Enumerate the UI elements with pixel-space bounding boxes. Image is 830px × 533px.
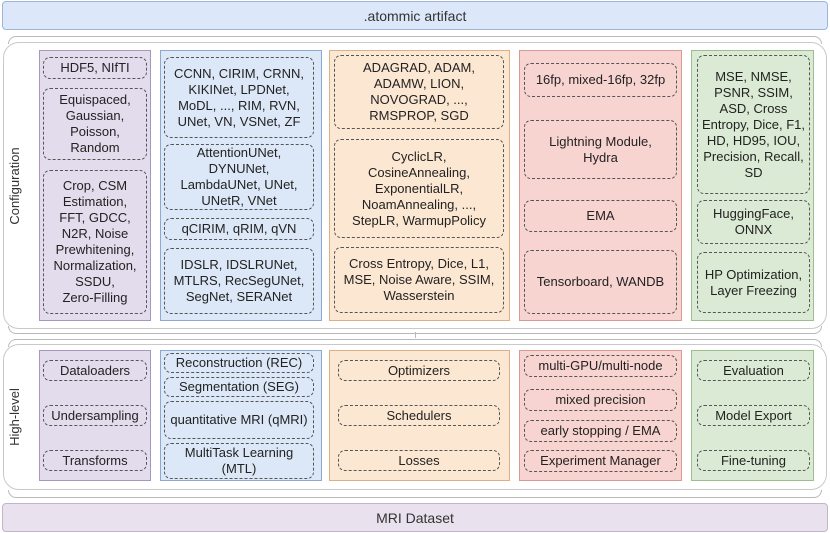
config-models-column: [160, 50, 322, 321]
fine-tuning-box: Fine-tuning: [697, 450, 810, 471]
multi-gpu-box: multi-GPU/multi-node: [524, 355, 677, 377]
framework-config-box: Lightning Module, Hydra: [524, 120, 677, 179]
model-export-box: Model Export: [697, 405, 810, 426]
config-training-column: [329, 50, 510, 321]
schedulers-box: Schedulers: [338, 405, 500, 426]
reconstruction-task-box: Reconstruction (REC): [164, 353, 314, 373]
high-level-panel: [3, 344, 827, 490]
transforms-config-box: Crop, CSM Estimation, FFT, GDCC, N2R, No…: [43, 170, 147, 314]
mtl-models-box: IDSLR, IDSLRUNet, MTLRS, RecSegUNet, Seg…: [164, 248, 314, 314]
undersampling-box: Undersampling: [43, 405, 147, 426]
config-data-column: [39, 50, 151, 321]
losses-config-box: Cross Entropy, Dice, L1, MSE, Noise Awar…: [334, 247, 504, 313]
config-evaluation-column: [691, 50, 814, 321]
configuration-panel: [3, 42, 827, 329]
high-training-column: [329, 350, 510, 481]
dataloaders-box: Dataloaders: [43, 360, 147, 381]
early-stopping-box: early stopping / EMA: [524, 420, 677, 442]
ema-config-box: EMA: [524, 200, 677, 232]
config-engine-column: [519, 50, 682, 321]
precision-config-box: 16fp, mixed-16fp, 32fp: [524, 63, 677, 97]
reconstruction-models-box: CCNN, CIRIM, CRNN, KIKINet, LPDNet, MoDL…: [164, 57, 314, 138]
artifact-bar: .atommic artifact: [2, 1, 828, 30]
export-config-box: HuggingFace, ONNX: [697, 200, 810, 244]
logging-config-box: Tensorboard, WANDB: [524, 250, 677, 314]
segmentation-models-box: AttentionUNet, DYNUNet, LambdaUNet, UNet…: [164, 144, 314, 210]
qmri-task-box: quantitative MRI (qMRI): [164, 401, 314, 439]
schedulers-config-box: CyclicLR, CosineAnnealing, ExponentialLR…: [334, 139, 504, 238]
brace-notch: [415, 332, 416, 338]
high-evaluation-column: [691, 350, 814, 481]
high-engine-column: [519, 350, 682, 481]
metrics-config-box: MSE, NMSE, PSNR, SSIM, ASD, Cross Entrop…: [697, 55, 810, 194]
optimizers-box: Optimizers: [338, 360, 500, 381]
high-level-label: High-level: [6, 388, 22, 446]
configuration-label: Configuration: [6, 147, 22, 225]
mixed-precision-box: mixed precision: [524, 389, 677, 411]
sampling-masks-box: Equispaced, Gaussian, Poisson, Random: [43, 88, 147, 160]
segmentation-task-box: Segmentation (SEG): [164, 377, 314, 397]
qmri-models-box: qCIRIM, qRIM, qVN: [164, 218, 314, 240]
optimizers-config-box: ADAGRAD, ADAM, ADAMW, LION, NOVOGRAD, ..…: [334, 55, 504, 129]
finetuning-config-box: HP Optimization, Layer Freezing: [697, 252, 810, 313]
dataset-bar: MRI Dataset: [2, 503, 828, 532]
high-models-column: [160, 350, 322, 481]
losses-box: Losses: [338, 450, 500, 471]
experiment-manager-box: Experiment Manager: [524, 450, 677, 472]
transforms-box: Transforms: [43, 450, 147, 471]
evaluation-box: Evaluation: [697, 360, 810, 381]
mtl-task-box: MultiTask Learning (MTL): [164, 443, 314, 479]
high-data-column: [39, 350, 151, 481]
brace-bottom: [8, 490, 822, 498]
file-formats-box: HDF5, NIfTI: [43, 57, 147, 79]
